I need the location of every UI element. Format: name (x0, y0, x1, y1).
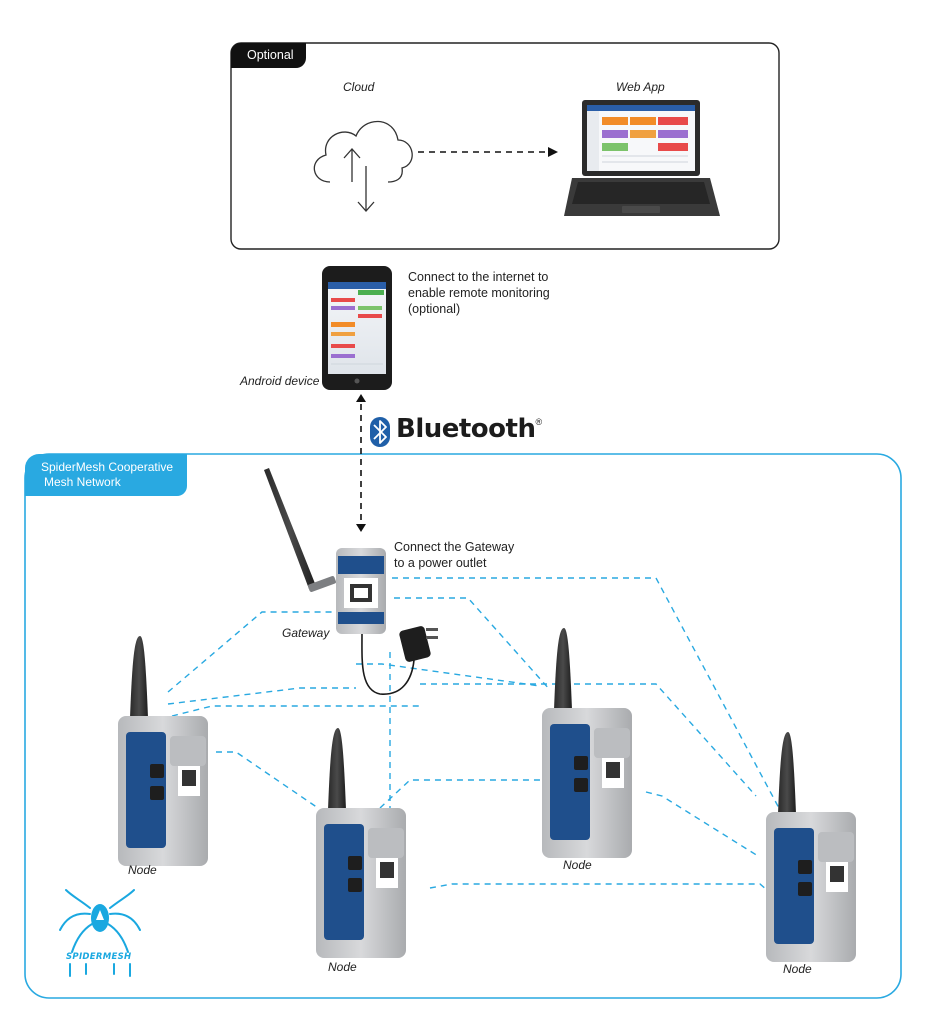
node-device-4 (766, 732, 856, 962)
gateway-note: Connect the Gateway to a power outlet (394, 539, 514, 571)
optional-tag: Optional (231, 43, 306, 68)
bluetooth-registered-mark: ® (535, 417, 543, 427)
cloud-icon (313, 120, 413, 212)
mesh-tag-line-1: SpiderMesh Cooperative (41, 460, 174, 474)
phone-gateway-link (356, 394, 366, 532)
bluetooth-wordmark: Bluetooth® (396, 414, 542, 444)
gateway-note-line-2: to a power outlet (394, 556, 487, 570)
mesh-network-tag: SpiderMesh Cooperative Mesh Network (25, 454, 188, 496)
power-adapter (399, 626, 438, 662)
gateway-antenna (264, 468, 336, 592)
android-note-line-2: enable remote monitoring (408, 286, 550, 300)
android-note-line-3: (optional) (408, 302, 461, 316)
android-label: Android device (240, 374, 320, 388)
optional-panel-frame (230, 42, 780, 250)
webapp-label: Web App (616, 80, 665, 94)
spidermesh-logo-text: SPIDERMESH (66, 952, 132, 962)
node-label-4: Node (783, 962, 812, 976)
android-note-line-1: Connect to the internet to (408, 270, 549, 284)
cloud-label: Cloud (343, 80, 375, 94)
node-label-1: Node (128, 863, 157, 877)
gateway-note-line-1: Connect the Gateway (394, 540, 515, 554)
bluetooth-icon (370, 417, 390, 447)
bluetooth-word: Bluetooth (396, 414, 536, 444)
mesh-links (167, 577, 781, 897)
node-device-3 (542, 628, 632, 858)
spidermesh-logo-icon (59, 889, 141, 977)
cloud-to-webapp-arrow (418, 147, 558, 157)
node-label-2: Node (328, 960, 357, 974)
node-device-1 (118, 636, 208, 866)
android-phone-image (322, 266, 392, 390)
mesh-panel-frame (24, 453, 902, 999)
laptop-image (564, 100, 720, 216)
mesh-tag-line-2: Mesh Network (44, 475, 121, 489)
node-device-2 (316, 728, 406, 958)
android-note: Connect to the internet to enable remote… (408, 269, 550, 317)
gateway-label: Gateway (282, 626, 330, 640)
node-label-3: Node (563, 858, 592, 872)
gateway-device (336, 548, 415, 695)
